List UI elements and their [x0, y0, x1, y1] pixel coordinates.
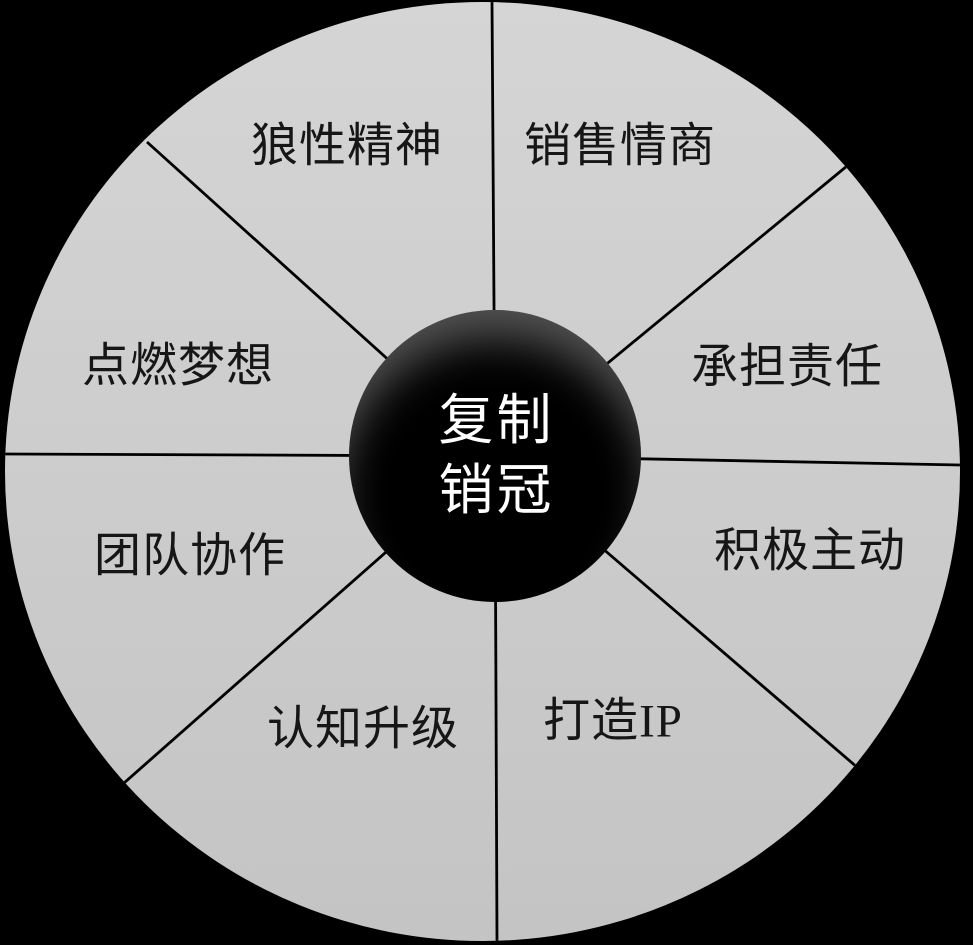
- segment-label-build-ip: 打造IP: [543, 695, 683, 748]
- center-circle: 复制 销冠: [349, 310, 641, 602]
- center-title-line1: 复制: [438, 390, 555, 451]
- center-title-line2: 销冠: [438, 460, 555, 521]
- segment-label-sales-eq: 销售情商: [524, 120, 716, 173]
- segment-label-teamwork: 团队协作: [94, 530, 286, 583]
- segment-label-proactive: 积极主动: [714, 525, 906, 578]
- segment-label-take-responsibility: 承担责任: [691, 341, 883, 394]
- segment-label-ignite-dream: 点燃梦想: [82, 340, 274, 393]
- segment-label-cognition-upgrade: 认知升级: [267, 703, 459, 756]
- segment-label-wolf-spirit: 狼性精神: [251, 120, 443, 173]
